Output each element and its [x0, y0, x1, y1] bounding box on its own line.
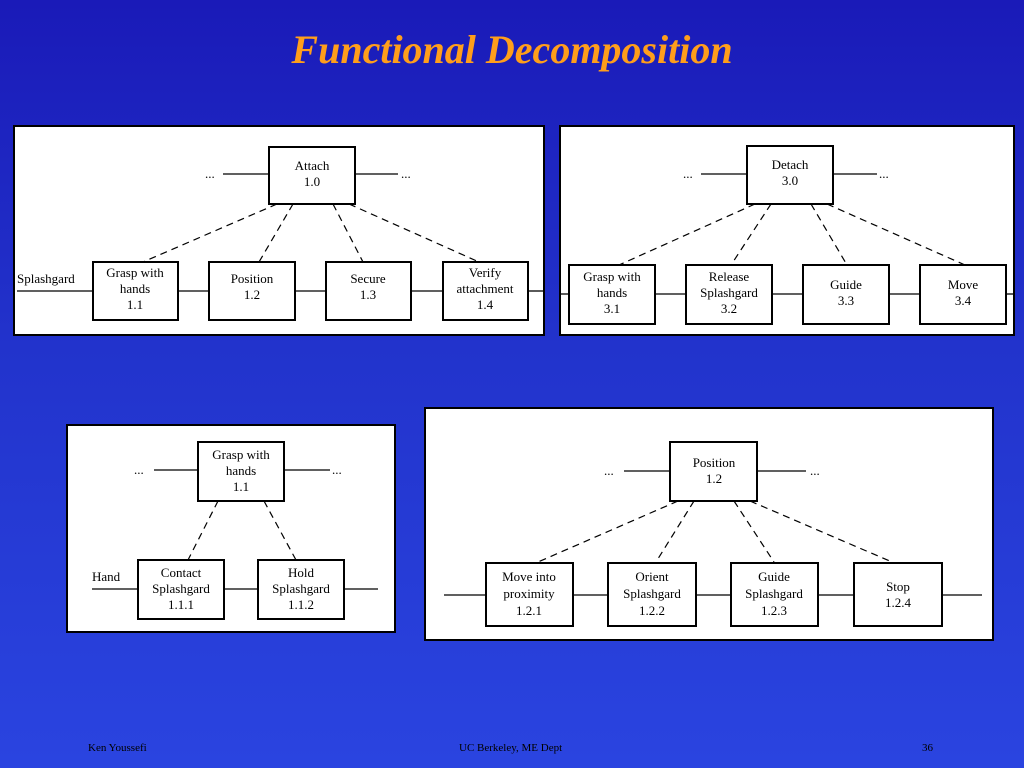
release-splashgard-box: Release Splashgard 3.2 — [685, 264, 773, 325]
svg-text:1.1.1: 1.1.1 — [168, 597, 194, 612]
footer-dept: UC Berkeley, ME Dept — [459, 742, 563, 754]
position-diagram-svg: ... ... Position 1.2 Move into proximity… — [444, 441, 982, 627]
svg-text:1.1: 1.1 — [233, 479, 249, 494]
svg-text:attachment: attachment — [456, 281, 513, 296]
svg-text:1.3: 1.3 — [360, 287, 376, 302]
grasp-with-hands-box: Grasp with hands 3.1 — [568, 264, 656, 325]
svg-text:Guide: Guide — [830, 277, 862, 292]
svg-text:hands: hands — [120, 281, 150, 296]
guide-splashgard-box: Guide Splashgard 1.2.3 — [730, 562, 819, 627]
page-number: 36 — [922, 742, 933, 754]
svg-text:Move into: Move into — [502, 569, 556, 584]
ellipsis-left: ... — [205, 166, 215, 181]
svg-text:Splashgard: Splashgard — [700, 285, 758, 300]
grasp-with-hands-function-box: Grasp with hands 1.1 — [197, 441, 285, 502]
svg-text:Stop: Stop — [886, 579, 910, 594]
svg-text:Grasp with: Grasp with — [212, 447, 270, 462]
stop-box: Stop 1.2.4 — [853, 562, 943, 627]
svg-text:1.2.4: 1.2.4 — [885, 595, 912, 610]
move-into-proximity-box: Move into proximity 1.2.1 — [485, 562, 574, 627]
svg-text:Splashgard: Splashgard — [623, 586, 681, 601]
svg-text:hands: hands — [226, 463, 256, 478]
grasp-diagram: ... ... Grasp with hands 1.1 Hand Contac… — [66, 424, 396, 633]
move-box: Move 3.4 — [919, 264, 1007, 325]
svg-text:3.0: 3.0 — [782, 173, 798, 188]
orient-splashgard-box: Orient Splashgard 1.2.2 — [607, 562, 697, 627]
svg-text:1.2: 1.2 — [706, 471, 722, 486]
svg-text:proximity: proximity — [503, 586, 555, 601]
detach-diagram: ... ... Detach 3.0 Grasp with hands 3.1 … — [559, 125, 1015, 336]
svg-text:Position: Position — [693, 455, 736, 470]
position-diagram: ... ... Position 1.2 Move into proximity… — [424, 407, 994, 641]
grasp-diagram-svg: ... ... Grasp with hands 1.1 Hand Contac… — [92, 441, 378, 620]
ellipsis-right: ... — [332, 462, 342, 477]
svg-text:Splashgard: Splashgard — [272, 581, 330, 596]
svg-text:3.3: 3.3 — [838, 293, 854, 308]
attach-diagram: ... ... Attach 1.0 Splashgard Grasp with… — [13, 125, 545, 336]
svg-text:3.2: 3.2 — [721, 301, 737, 316]
hold-splashgard-box: Hold Splashgard 1.1.2 — [257, 559, 345, 620]
svg-text:Contact: Contact — [161, 565, 202, 580]
svg-text:1.2.2: 1.2.2 — [639, 603, 665, 618]
verify-attachment-box: Verify attachment 1.4 — [442, 261, 529, 321]
svg-text:Splashgard: Splashgard — [152, 581, 210, 596]
svg-text:1.2.3: 1.2.3 — [761, 603, 787, 618]
ellipsis-left: ... — [604, 463, 614, 478]
guide-box: Guide 3.3 — [802, 264, 890, 325]
svg-text:Verify: Verify — [469, 265, 502, 280]
svg-text:1.4: 1.4 — [477, 297, 494, 312]
svg-text:3.1: 3.1 — [604, 301, 620, 316]
svg-text:1.0: 1.0 — [304, 174, 320, 189]
svg-text:Grasp with: Grasp with — [583, 269, 641, 284]
svg-text:Secure: Secure — [350, 271, 386, 286]
attach-diagram-svg: ... ... Attach 1.0 Splashgard Grasp with… — [17, 146, 543, 321]
detach-function-box: Detach 3.0 — [746, 145, 834, 205]
svg-text:hands: hands — [597, 285, 627, 300]
ellipsis-left: ... — [683, 166, 693, 181]
svg-text:1.1: 1.1 — [127, 297, 143, 312]
position-function-box: Position 1.2 — [669, 441, 758, 502]
position-box: Position 1.2 — [208, 261, 296, 321]
input-label-splashgard: Splashgard — [17, 271, 75, 286]
ellipsis-right: ... — [401, 166, 411, 181]
svg-text:3.4: 3.4 — [955, 293, 972, 308]
svg-text:Attach: Attach — [295, 158, 330, 173]
secure-box: Secure 1.3 — [325, 261, 412, 321]
svg-text:Release: Release — [709, 269, 750, 284]
svg-text:Move: Move — [948, 277, 979, 292]
input-label-hand: Hand — [92, 569, 121, 584]
attach-function-box: Attach 1.0 — [268, 146, 356, 205]
svg-text:Guide: Guide — [758, 569, 790, 584]
svg-text:Orient: Orient — [635, 569, 669, 584]
grasp-with-hands-box: Grasp with hands 1.1 — [92, 261, 179, 321]
contact-splashgard-box: Contact Splashgard 1.1.1 — [137, 559, 225, 620]
ellipsis-right: ... — [810, 463, 820, 478]
svg-text:Splashgard: Splashgard — [745, 586, 803, 601]
footer-author: Ken Youssefi — [88, 742, 147, 754]
svg-text:1.1.2: 1.1.2 — [288, 597, 314, 612]
slide-title: Functional Decomposition — [291, 27, 733, 72]
detach-diagram-svg: ... ... Detach 3.0 Grasp with hands 3.1 … — [561, 145, 1013, 325]
svg-text:1.2.1: 1.2.1 — [516, 603, 542, 618]
svg-text:Grasp with: Grasp with — [106, 265, 164, 280]
ellipsis-right: ... — [879, 166, 889, 181]
ellipsis-left: ... — [134, 462, 144, 477]
svg-text:Position: Position — [231, 271, 274, 286]
svg-text:1.2: 1.2 — [244, 287, 260, 302]
svg-text:Detach: Detach — [772, 157, 809, 172]
svg-text:Hold: Hold — [288, 565, 315, 580]
